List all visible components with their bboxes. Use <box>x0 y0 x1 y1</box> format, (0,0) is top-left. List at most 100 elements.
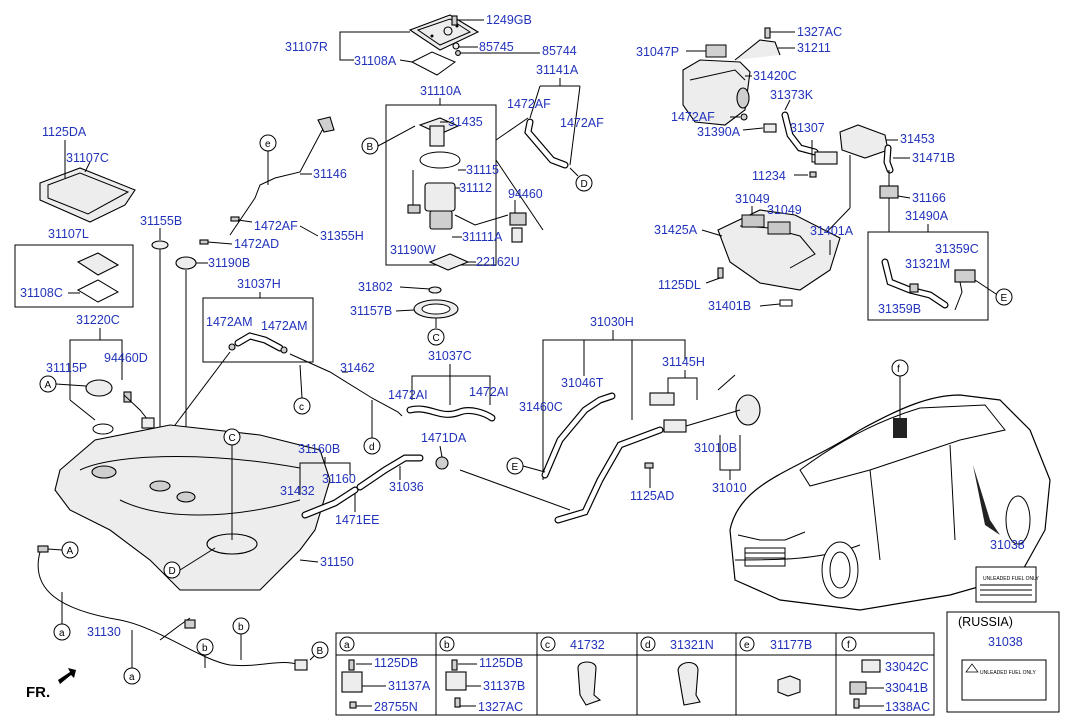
label-31049-a: 31049 <box>735 192 770 206</box>
label-1472AM-b: 1472AM <box>261 319 308 333</box>
hose-box-31490A <box>867 231 989 321</box>
label-22162U: 22162U <box>476 255 520 269</box>
label-31432: 31432 <box>280 484 315 498</box>
label-31460C: 31460C <box>519 400 563 414</box>
svg-text:b: b <box>238 622 244 633</box>
table-b-row-2: 31137B <box>483 679 525 693</box>
label-31802: 31802 <box>358 280 393 294</box>
table-b-row-1: 1125DB <box>479 656 523 670</box>
label-31046T: 31046T <box>561 376 604 390</box>
svg-text:A: A <box>45 380 52 391</box>
grommet-31155B <box>151 240 169 250</box>
svg-text:A: A <box>67 546 74 557</box>
label-31220C: 31220C <box>76 313 120 327</box>
label-31010B: 31010B <box>694 441 737 455</box>
label-31390A: 31390A <box>697 125 741 139</box>
label-85745: 85745 <box>479 40 514 54</box>
callout-d-pipe <box>363 437 381 455</box>
clip-41732 <box>577 661 602 706</box>
label-31107L: 31107L <box>48 227 89 241</box>
label-31112: 31112 <box>459 181 492 195</box>
tank-cover-31107C <box>39 167 136 223</box>
callout-c-pipe <box>293 397 311 415</box>
svg-text:D: D <box>169 566 176 577</box>
label-31166: 31166 <box>912 191 946 205</box>
clip-31177B <box>777 675 801 697</box>
label-1472AI-b: 1472AI <box>469 385 509 399</box>
pump-cover-gasket <box>410 51 457 76</box>
table-a-row-2: 31137A <box>388 679 431 693</box>
table-e-row-1: 31177B <box>770 638 812 652</box>
fuel-pump-module <box>407 117 527 319</box>
russia-fuel-label <box>961 659 1047 701</box>
label-1472AI-a: 1472AI <box>388 388 428 402</box>
table-f-row-3: 1338AC <box>885 700 930 714</box>
label-1472AF-b: 1472AF <box>560 116 604 130</box>
label-31190B: 31190B <box>208 256 250 270</box>
callout-E-right <box>995 288 1013 306</box>
label-31145H: 31145H <box>662 355 705 369</box>
label-31038: 31038 <box>990 538 1025 552</box>
vehicle-illustration <box>729 394 1051 611</box>
fuel-cap-31010 <box>735 394 761 426</box>
label-85744: 85744 <box>542 44 577 58</box>
front-arrow-icon <box>58 668 76 684</box>
label-31425A: 31425A <box>654 223 698 237</box>
table-c-row-1: 41732 <box>570 638 605 652</box>
canister-31420C <box>682 59 751 126</box>
clip-31321N <box>677 661 701 706</box>
label-31037H: 31037H <box>237 277 281 291</box>
sender-31115P <box>85 379 113 397</box>
label-31321M: 31321M <box>905 257 950 271</box>
svg-text:C: C <box>433 333 440 344</box>
table-d-row-1: 31321N <box>670 638 714 652</box>
label-31160: 31160 <box>322 472 356 486</box>
fuel-tank-31150 <box>54 424 331 591</box>
svg-text:D: D <box>581 179 588 190</box>
svg-text:d: d <box>369 442 375 453</box>
svg-text:b: b <box>202 643 208 654</box>
hose-box-31037H <box>202 297 314 363</box>
label-31047P: 31047P <box>636 45 679 59</box>
label-31373K: 31373K <box>770 88 814 102</box>
label-31036: 31036 <box>389 480 424 494</box>
label-31107C: 31107C <box>66 151 109 165</box>
table-a-row-3: 28755N <box>374 700 418 714</box>
russia-label-frame <box>946 611 1060 713</box>
label-94460D: 94460D <box>104 351 148 365</box>
front-direction-label: FR. <box>26 684 50 701</box>
table-b-row-3: 1327AC <box>478 700 523 714</box>
callout-f <box>891 359 909 377</box>
svg-text:f: f <box>897 364 900 375</box>
label-31490A: 31490A <box>905 209 949 223</box>
label-31110A: 31110A <box>420 84 462 98</box>
svg-text:E: E <box>512 462 519 473</box>
canister-shield-31425A <box>717 209 841 291</box>
fastener-table <box>335 632 935 716</box>
bolt <box>451 15 458 26</box>
label-1472AD: 1472AD <box>234 237 279 251</box>
label-31355H: 31355H <box>320 229 364 243</box>
label-31115P: 31115P <box>46 361 87 375</box>
svg-text:UNLEADED FUEL ONLY: UNLEADED FUEL ONLY <box>983 576 1040 582</box>
filter-31453 <box>839 124 889 159</box>
warning-icon <box>965 663 979 673</box>
clamp-1471DA <box>435 456 449 470</box>
pipe-31146 <box>229 124 326 236</box>
label-31030H: 31030H <box>590 315 634 329</box>
pump-cover-group <box>408 14 480 76</box>
svg-text:C: C <box>229 433 236 444</box>
label-31155B: 31155B <box>140 214 182 228</box>
label-31435: 31435 <box>448 115 483 129</box>
label-31157B: 31157B <box>350 304 392 318</box>
svg-text:a: a <box>129 672 135 683</box>
svg-text:B: B <box>367 142 374 153</box>
label-1472AF-c: 1472AF <box>254 219 298 233</box>
svg-text:c: c <box>299 402 304 413</box>
label-31471B: 31471B <box>912 151 955 165</box>
label-1249GB: 1249GB <box>486 13 532 27</box>
callout-D-top <box>575 174 593 192</box>
label-31115: 31115 <box>466 163 499 177</box>
label-31130: 31130 <box>87 625 121 639</box>
